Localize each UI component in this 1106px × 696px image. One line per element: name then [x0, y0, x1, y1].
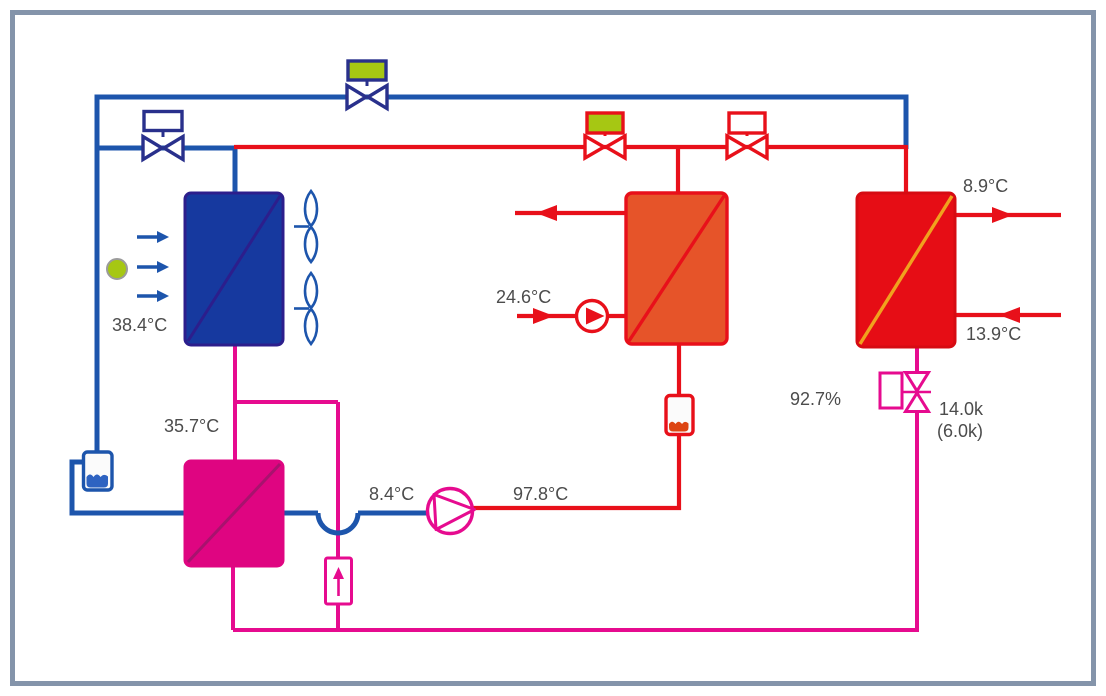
fan-icon — [303, 307, 319, 347]
valve-actuator-box[interactable] — [878, 371, 904, 410]
condenser-out-temp-label: 35.7°C — [164, 416, 219, 436]
outdoor-heat-exchanger — [183, 191, 285, 347]
flow-arrow-right-icon — [533, 308, 554, 324]
expansion-valve-icon[interactable] — [902, 371, 932, 394]
pipe-blue-tank-out — [69, 459, 186, 516]
compressor[interactable] — [425, 486, 476, 536]
tank-liquid-level — [669, 421, 689, 432]
air-flow-arrow-head — [157, 231, 169, 243]
flow-arrow-right-icon — [992, 207, 1013, 223]
valve-icon[interactable] — [583, 133, 608, 161]
fan-top — [294, 188, 319, 265]
hot-water-pump[interactable] — [574, 298, 610, 334]
pipe-red-discharge-elbow — [471, 433, 682, 511]
valve-actuator-box[interactable] — [346, 59, 388, 82]
chilled-water-out-temp-label: 8.9°C — [963, 176, 1008, 196]
flow-arrow-left-icon — [536, 205, 557, 221]
subcooler-heat-exchanger — [183, 459, 285, 568]
refrigerant-tank-icon — [664, 393, 695, 437]
pipe-blue-top-loop — [94, 94, 909, 451]
check-valve-arrow-head — [333, 567, 344, 579]
fan-icon — [303, 270, 319, 310]
expansion-valve-icon[interactable] — [902, 390, 932, 413]
fan-bottom — [294, 270, 319, 347]
expansion-valve-value-label: 14.0k — [939, 399, 984, 419]
hot-water-heat-exchanger — [624, 191, 729, 346]
pump-direction-arrow — [586, 307, 605, 325]
valve-actuator-box[interactable] — [142, 109, 184, 133]
compressor-rotor — [432, 493, 476, 531]
cw-hx-diagonal — [858, 195, 954, 345]
valve-icon[interactable] — [725, 133, 750, 161]
shutoff-valve-blue-left[interactable] — [141, 109, 185, 163]
expansion-valve-opening-label: 92.7% — [790, 389, 841, 409]
bypass-valve-top[interactable] — [345, 59, 389, 112]
fan-icon — [303, 188, 319, 228]
control-valve-red-left[interactable] — [583, 111, 627, 161]
diagram-frame — [10, 10, 1096, 686]
expansion-valve[interactable] — [878, 371, 932, 413]
valve-actuator-box[interactable] — [727, 111, 767, 135]
control-valve-red-right[interactable] — [725, 111, 769, 161]
heating-water-in-temp-label: 24.6°C — [496, 287, 551, 307]
air-flow-arrows — [137, 231, 169, 302]
chilled-water-in-temp-label: 13.9°C — [966, 324, 1021, 344]
suction-temp-label: 8.4°C — [369, 484, 414, 504]
check-valve[interactable] — [324, 556, 353, 606]
status-indicator-icon — [106, 258, 128, 280]
receiver-tank-icon — [81, 450, 114, 492]
fan-icon — [303, 225, 319, 265]
valve-icon[interactable] — [364, 82, 389, 112]
valve-icon[interactable] — [345, 82, 370, 112]
valve-icon[interactable] — [141, 133, 166, 163]
air-flow-arrow-head — [157, 261, 169, 273]
hw-hx-diagonal — [627, 195, 726, 342]
valve-icon[interactable] — [744, 133, 769, 161]
valve-icon[interactable] — [160, 133, 185, 163]
valve-actuator-box[interactable] — [585, 111, 625, 135]
valve-icon[interactable] — [602, 133, 627, 161]
value-labels: 38.4°C 35.7°C 8.4°C 97.8°C 24.6°C 8.9°C … — [112, 176, 1021, 504]
flow-arrow-left-icon — [999, 307, 1020, 323]
chilled-water-heat-exchanger — [855, 191, 957, 349]
outdoor-hx-diagonal — [186, 195, 282, 342]
subcooler-hx-diagonal — [186, 462, 282, 564]
expansion-valve-value-sub-label: (6.0k) — [937, 421, 983, 441]
ambient-temp-label: 38.4°C — [112, 315, 167, 335]
pipe-blue-crossover-hop — [315, 512, 361, 536]
discharge-temp-label: 97.8°C — [513, 484, 568, 504]
air-flow-arrow-head — [157, 290, 169, 302]
tank-liquid-level — [86, 474, 108, 488]
